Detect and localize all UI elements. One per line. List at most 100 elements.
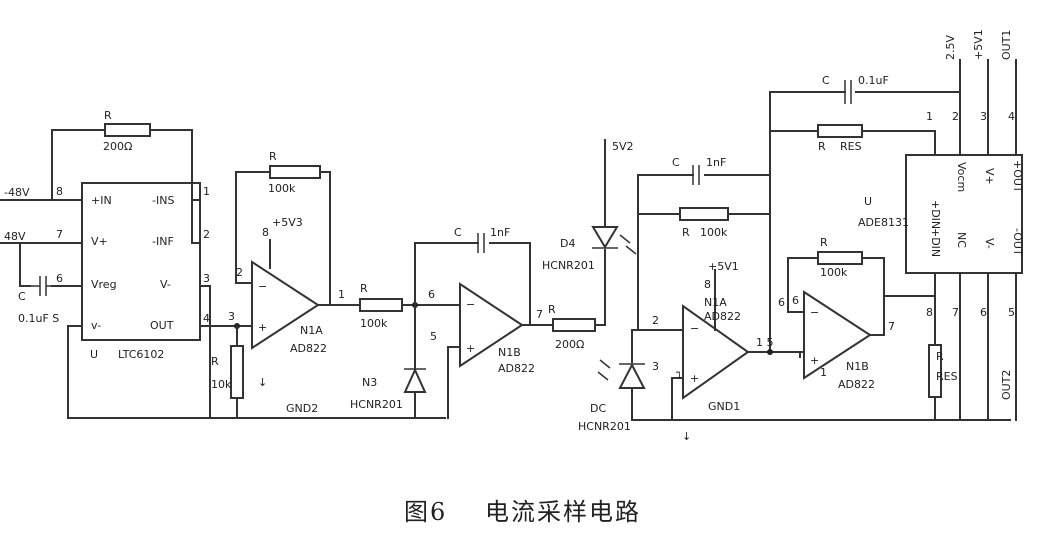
svg-text:−: − [466, 298, 475, 311]
ltc-pinnum-4: 4 [203, 312, 210, 325]
ltc-pin-vreg: Vreg [91, 278, 117, 291]
opamp-u2b-body [803, 290, 872, 380]
u2a-ref: N1A [704, 296, 727, 309]
ade-top-1: 1 [926, 110, 933, 123]
ade-part: ADE8131 [858, 216, 909, 229]
r-fb2 [679, 207, 729, 221]
dc-photodiode [618, 362, 646, 389]
ade-top-4: 4 [1008, 110, 1015, 123]
d4-light-arrows [619, 234, 637, 255]
c-vreg-ref: C [18, 290, 26, 303]
n1a-pin8-num: 8 [262, 226, 269, 239]
c-top-value: 0.1uF [858, 74, 889, 87]
ltc-part: LTC6102 [118, 348, 164, 361]
svg-text:1 5: 1 5 [756, 336, 774, 349]
r-fb3-ref: R [820, 236, 828, 249]
ltc-pinnum-3: 3 [203, 272, 210, 285]
c-fb2 [692, 165, 700, 185]
n1a-supply: +5V3 [272, 216, 303, 229]
svg-text:+: + [810, 354, 819, 367]
r-sense [104, 123, 151, 137]
n1b-part: AD822 [498, 362, 535, 375]
ltc-pin-out: OUT [150, 319, 174, 332]
n1a-part: AD822 [290, 342, 327, 355]
r-res1-value: RES [840, 140, 862, 153]
c-vreg [30, 276, 52, 296]
ltc-pinnum-1: 1 [203, 185, 210, 198]
r-out-value: 10k [211, 378, 232, 391]
svg-text:6: 6 [778, 296, 785, 309]
n1a-pin3-num: 3 [228, 310, 235, 323]
ade-top-3: 3 [980, 110, 987, 123]
opamp-n1a-body [251, 260, 320, 350]
c-top [844, 80, 852, 104]
svg-text:↓: ↓ [258, 376, 267, 389]
r-mid [359, 298, 403, 312]
d4-ref: D4 [560, 237, 575, 250]
ade-bot-7: 7 [952, 306, 959, 319]
caption-figure-number: 图6 [404, 498, 448, 526]
dc-light-arrows [597, 359, 611, 381]
c-int [477, 233, 485, 253]
r-fb2-ref: R [682, 226, 690, 239]
ade-bot-5: 5 [1008, 306, 1015, 319]
d4-supply: 5V2 [612, 140, 634, 153]
r-fb1-ref: R [269, 150, 277, 163]
u2b-pin7-num: 7 [888, 320, 895, 333]
ltc-pinnum-7: 7 [56, 228, 63, 241]
svg-text:−: − [810, 306, 819, 319]
integrator-n1b: R 100k C 1nF 6 − + 5 N1B AD822 7 N3 HCNR… [67, 226, 546, 419]
ltc-pin-vplus: V+ [91, 235, 108, 248]
opamp-n1a: − + R 100k 2 8 +5V3 N1A AD822 1 ↓ [235, 150, 356, 389]
ade-pin-plusdin-top: +DIN [929, 200, 942, 229]
d4-led [591, 226, 619, 249]
u2a-part: AD822 [704, 310, 741, 323]
ade-out2: OUT2 [1000, 370, 1013, 400]
ade-pin-vplus: V+ [983, 168, 996, 185]
c-fb2-value: 1nF [706, 156, 726, 169]
r-fb3-value: 100k [820, 266, 848, 279]
svg-text:−: − [258, 280, 267, 293]
svg-text:3: 3 [652, 360, 659, 373]
gnd1-label: GND1 [708, 400, 740, 413]
rail-48: 48V [4, 230, 26, 243]
n1a-pin1-num: 1 [338, 288, 345, 301]
n3-part: HCNR201 [350, 398, 403, 411]
opamp-n1b-body [459, 282, 524, 368]
r-res2-ref: R [936, 350, 944, 363]
ade-bot-6: 6 [980, 306, 987, 319]
r-mid-value: 100k [360, 317, 388, 330]
r-mid-ref: R [360, 282, 368, 295]
ade-block: C 0.1uF R RES U ADE8131 +DIN Vocm V+ +OU… [769, 29, 1024, 421]
r-res2-value: RES [936, 370, 958, 383]
caption-title: 电流采样电路 [484, 498, 641, 526]
ade-rail-out1: OUT1 [1000, 30, 1013, 60]
ade-pin-minusout: -OUT [1011, 228, 1024, 256]
opamp-u2b: − + R 100k 7 6 1 N1B AD822 6 [778, 236, 936, 391]
r-led [552, 318, 596, 332]
ltc-pin-vminus-l: v- [91, 319, 101, 332]
c-vreg-value: 0.1uF S [18, 312, 59, 325]
led-driver: R 200Ω 5V2 D4 HCNR201 [542, 139, 637, 351]
r-led-value: 200Ω [555, 338, 584, 351]
u2b-pin6-num: 6 [792, 294, 799, 307]
ltc6102-body [81, 182, 201, 341]
c-int-ref: C [454, 226, 462, 239]
dc-part: HCNR201 [578, 420, 631, 433]
rail-neg48: -48V [4, 186, 30, 199]
svg-text:+: + [258, 321, 267, 334]
ade-rail-2v5: 2.5V [944, 35, 957, 60]
opamp-u2a: − + C 1nF R 100k 2 ┐ 8 +5V1 N1A AD822 1 … [578, 156, 1011, 443]
u2b-part: AD822 [838, 378, 875, 391]
n3-ref: N3 [362, 376, 377, 389]
n1b-pin7-num: 7 [536, 308, 543, 321]
svg-text:+: + [466, 342, 475, 355]
n1b-ref: N1B [498, 346, 521, 359]
r-out [230, 345, 244, 399]
u2a-pin2-num: 2 [652, 314, 659, 327]
u2a-supply: +5V1 [708, 260, 739, 273]
ltc-pinnum-2: 2 [203, 228, 210, 241]
ltc-pinnum-6: 6 [56, 272, 63, 285]
ltc-pin-ins: -INS [152, 194, 174, 207]
